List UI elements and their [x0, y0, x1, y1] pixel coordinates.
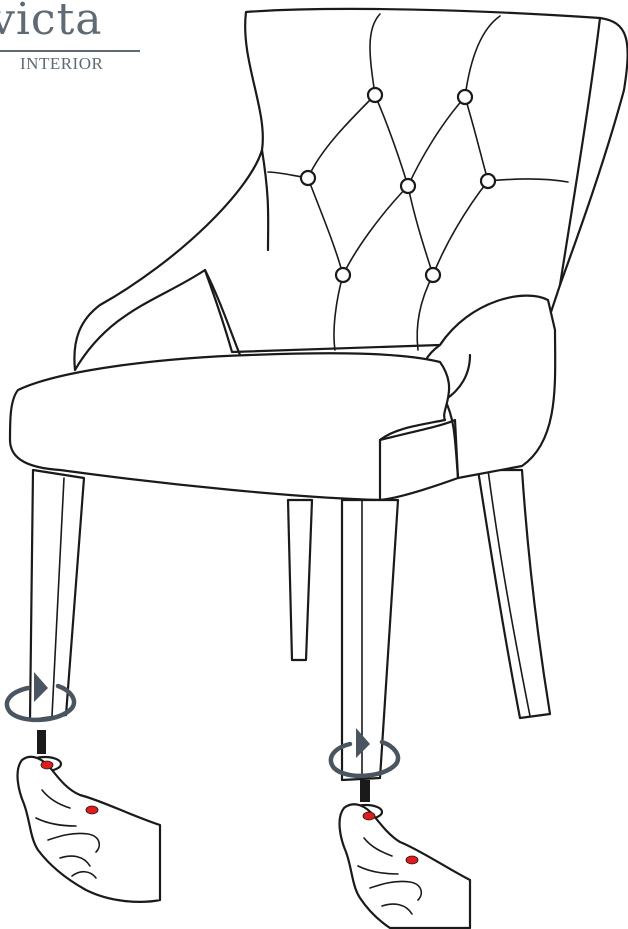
rear-right-leg	[476, 468, 552, 720]
seat-cushion	[8, 352, 460, 502]
front-right-leg	[340, 498, 400, 782]
rear-left-leg	[286, 498, 314, 662]
rotate-clockwise-icon	[328, 728, 401, 779]
rotate-clockwise-icon	[4, 672, 77, 723]
left-hand	[16, 755, 162, 903]
tufting-pattern	[267, 13, 569, 351]
brand-wordmark: victa	[0, 0, 103, 45]
tufting-buttons	[299, 86, 497, 284]
brand-rule	[0, 50, 140, 52]
brand-logo: victa INTERIOR	[0, 0, 150, 80]
brand-subtitle: INTERIOR	[20, 54, 104, 73]
right-hand	[338, 803, 472, 929]
chair-back	[73, 7, 628, 372]
